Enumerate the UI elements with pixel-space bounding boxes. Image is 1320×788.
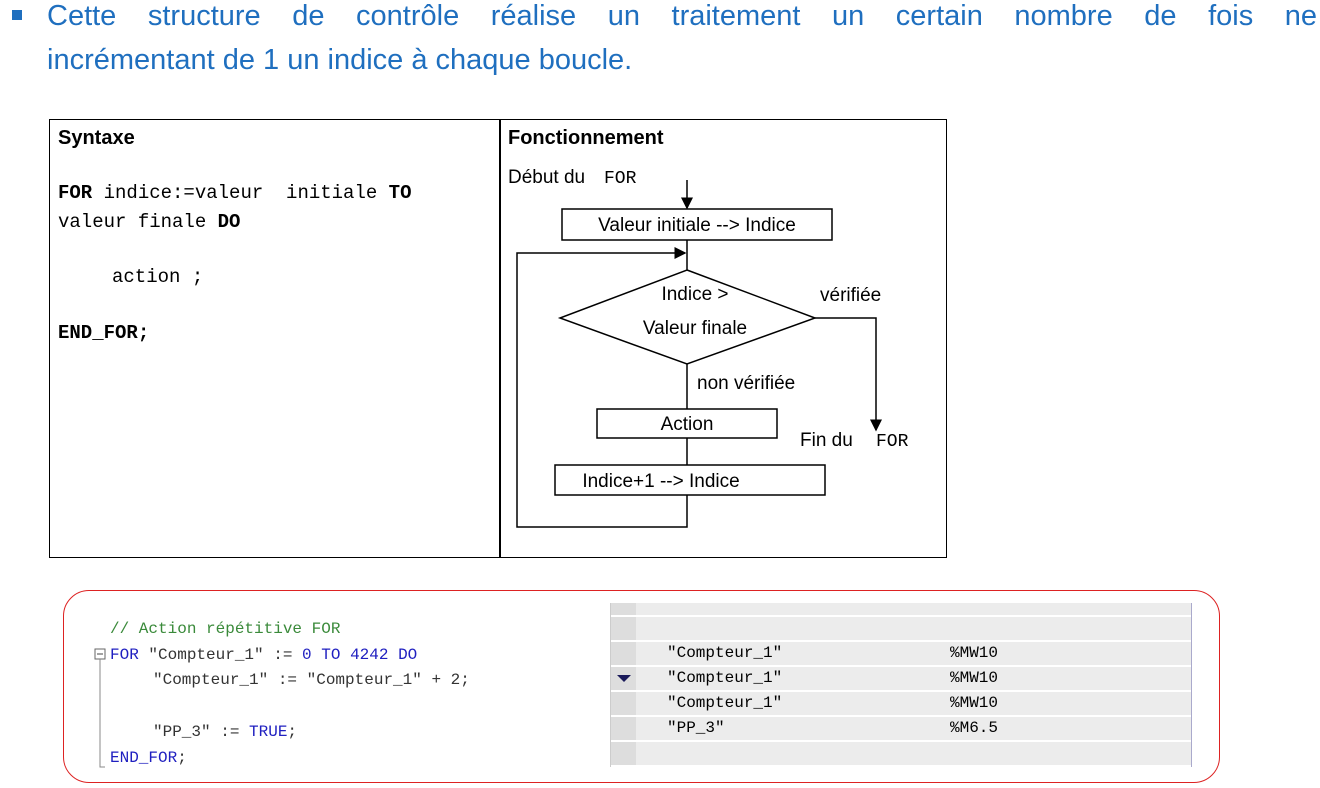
syntax-table [49,119,947,558]
cell-name: "PP_3" [667,719,725,737]
kw-for: FOR [58,182,93,204]
syntax-line-1: FOR indice:=valeur initiale TO [58,182,411,204]
syntax-heading: Syntaxe [58,127,135,149]
cell-name [662,617,891,640]
cell-address: %MW10 [950,694,999,712]
cond-label-1: Indice > [661,284,728,305]
table-row: "Compteur_1" %MW10 [611,692,1191,715]
table-row [611,742,1191,765]
init-label: Valeur initiale --> Indice [598,215,796,236]
action-label: Action [661,414,714,435]
exit-arrow [815,317,882,432]
code-number: 4242 [350,646,389,664]
kw: DO [388,646,418,664]
kw: FOR [110,646,139,664]
code-number: 0 [302,646,312,664]
code-line-for[interactable]: FOR "Compteur_1" := 0 TO 4242 DO [110,646,417,664]
cond-label-2: Valeur finale [643,318,747,339]
syntax-text: indice:=valeur initiale [92,182,389,204]
cell-name: "Compteur_1" [667,694,783,712]
loop-arrow [516,247,688,528]
kw: TRUE [249,723,288,741]
increment-box [554,464,826,496]
table-row: "PP_3" %M6.5 [611,717,1191,740]
no-label: non vérifiée [697,373,795,394]
syntax-line-3: action ; [112,266,204,288]
code-line-end[interactable]: END_FOR; [110,749,187,767]
code-line-increment[interactable]: "Compteur_1" := "Compteur_1" + 2; [153,671,470,689]
end-label: Fin du [800,430,853,451]
table-row: "Compteur_1" %MW10 [611,642,1191,665]
flow-start: Début du [508,167,585,188]
bullet-icon [12,10,22,20]
code-line-pp3[interactable]: "PP_3" := TRUE; [153,723,297,741]
flow-start-for: FOR [604,169,637,189]
kw-to: TO [388,182,412,204]
code-text: ; [177,749,187,767]
cell-address: %MW10 [950,644,999,662]
kw-do: DO [217,211,241,233]
table-row [611,617,1191,640]
example-frame [63,590,1220,783]
cell-address: %MW10 [950,669,999,687]
intro-line-1: Cette structure de contrôle réalise un t… [47,0,1317,32]
cell-address: %M6.5 [950,719,999,737]
intro-line-2: incrémentant de 1 un indice à chaque bou… [47,44,633,76]
syntax-line-2: valeur finale DO [58,211,240,233]
end-for: FOR [876,432,909,452]
table-row: "Compteur_1" %MW10 [611,667,1191,690]
column-divider [499,119,501,558]
cell-address [893,617,1090,640]
cell-name: "Compteur_1" [667,644,783,662]
kw: TO [311,646,351,664]
syntax-text: valeur finale [58,211,218,233]
variable-table: "Compteur_1" %MW10 "Compteur_1" %MW10 "Com… [610,603,1192,767]
syntax-line-4: END_FOR; [58,322,150,344]
table-row [611,603,1191,615]
yes-label: vérifiée [820,285,881,306]
kw: END_FOR [110,749,178,767]
init-box [561,208,833,241]
current-row-marker-icon [617,675,631,682]
code-text: "PP_3" := [153,723,250,741]
flow-heading: Fonctionnement [508,127,664,149]
cell-name: "Compteur_1" [667,669,783,687]
increment-label: Indice+1 --> Indice [582,471,739,492]
code-text: ; [287,723,298,741]
code-text: "Compteur_1" := [138,646,303,664]
code-comment: // Action répétitive FOR [110,620,341,638]
